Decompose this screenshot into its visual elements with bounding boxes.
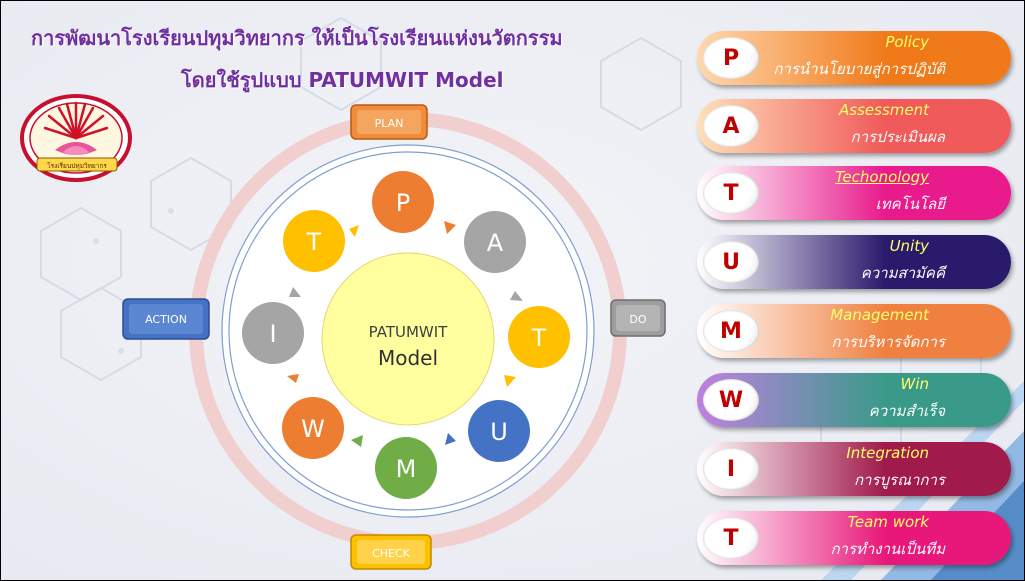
legend-thai-term: การนำนโยบายสู่การปฏิบัติ [773, 60, 945, 78]
node-u: U [468, 400, 530, 462]
legend-english-term: Policy [885, 33, 929, 51]
check-label: CHECK [372, 547, 411, 560]
node-t2: T [283, 210, 345, 272]
center-circle [321, 252, 495, 426]
legend-pill-6[interactable]: W Win ความสำเร็จ [697, 373, 1011, 427]
legend-thai-term: การประเมินผล [850, 128, 945, 146]
legend-thai-term: เทคโนโลยี [875, 195, 945, 213]
legend-letter-circle: T [703, 517, 759, 559]
do-label: DO [629, 313, 646, 326]
node-w: W [282, 397, 344, 459]
svg-text:T: T [531, 324, 547, 352]
svg-text:P: P [396, 189, 410, 217]
node-m: M [375, 437, 437, 499]
title-line-1: การพัฒนาโรงเรียนปทุมวิทยากร ให้เป็นโรงเร… [31, 26, 563, 50]
legend-letter: W [718, 387, 744, 413]
title-line-2: โดยใช้รูปแบบ PATUMWIT Model [181, 68, 504, 92]
legend-english-term: Assessment [839, 101, 929, 119]
legend-english-term: Management [830, 306, 929, 324]
legend-pill-8[interactable]: T Team work การทำงานเป็นทีม [697, 511, 1011, 565]
legend-pill-4[interactable]: U Unity ความสามัคคี [697, 235, 1011, 289]
svg-text:W: W [301, 415, 325, 443]
node-i: I [242, 302, 304, 364]
legend-letter: U [722, 249, 740, 275]
legend-letter-circle: W [703, 379, 759, 421]
legend-pill-3[interactable]: T Techonology เทคโนโลยี [697, 166, 1011, 220]
legend-thai-term: การทำงานเป็นทีม [830, 540, 945, 558]
legend-letter-circle: M [703, 310, 759, 352]
legend-pill-2[interactable]: A Assessment การประเมินผล [697, 99, 1011, 153]
center-title: PATUMWIT [369, 323, 449, 341]
svg-text:U: U [490, 418, 508, 446]
legend-letter: M [720, 318, 742, 344]
legend-letter: I [726, 456, 736, 482]
action-button[interactable]: ACTION [122, 298, 210, 340]
legend-pill-5[interactable]: M Management การบริหารจัดการ [697, 304, 1011, 358]
legend-letter: P [722, 45, 740, 71]
do-button[interactable]: DO [610, 299, 666, 337]
legend-english-term: Team work [847, 513, 929, 531]
legend-thai-term: การบริหารจัดการ [831, 333, 945, 351]
legend-letter-circle: P [703, 37, 759, 79]
inner-ring-inner [228, 151, 588, 511]
school-emblem-icon: โรงเรียนปทุมวิทยากร [20, 94, 132, 182]
legend-letter: T [723, 525, 739, 551]
legend-letter: T [723, 180, 739, 206]
legend-english-term: Integration [846, 444, 929, 462]
legend-english-term: Win [900, 375, 929, 393]
node-p: P [372, 171, 434, 233]
check-button[interactable]: CHECK [350, 534, 432, 570]
svg-text:I: I [269, 320, 276, 348]
svg-text:A: A [487, 229, 504, 257]
legend-letter-circle: U [703, 241, 759, 283]
svg-text:T: T [306, 228, 322, 256]
legend-letter-circle: A [703, 105, 759, 147]
patumwit-cycle-diagram: PLAN DO CHECK ACTION PATUMWIT Model [122, 104, 666, 570]
legend-thai-term: ความสามัคคี [860, 264, 945, 282]
cycle-arrows [287, 221, 523, 447]
legend-letter-circle: T [703, 172, 759, 214]
legend-pill-1[interactable]: P Policy การนำนโยบายสู่การปฏิบัติ [697, 31, 1011, 85]
logo-banner-text: โรงเรียนปทุมวิทยากร [47, 162, 107, 170]
plan-label: PLAN [375, 117, 404, 130]
action-label: ACTION [145, 313, 187, 326]
legend-english-term: Unity [889, 237, 929, 255]
node-a: A [464, 211, 526, 273]
legend-letter: A [722, 113, 740, 139]
legend-english-term: Techonology [835, 168, 929, 186]
svg-text:M: M [396, 455, 417, 483]
legend-thai-term: การบูรณาการ [853, 471, 945, 489]
legend-letter-circle: I [703, 448, 759, 490]
plan-button[interactable]: PLAN [350, 104, 428, 140]
center-subtitle: Model [378, 346, 438, 370]
legend-pill-7[interactable]: I Integration การบูรณาการ [697, 442, 1011, 496]
node-t1: T [508, 306, 570, 368]
legend-thai-term: ความสำเร็จ [868, 402, 945, 420]
